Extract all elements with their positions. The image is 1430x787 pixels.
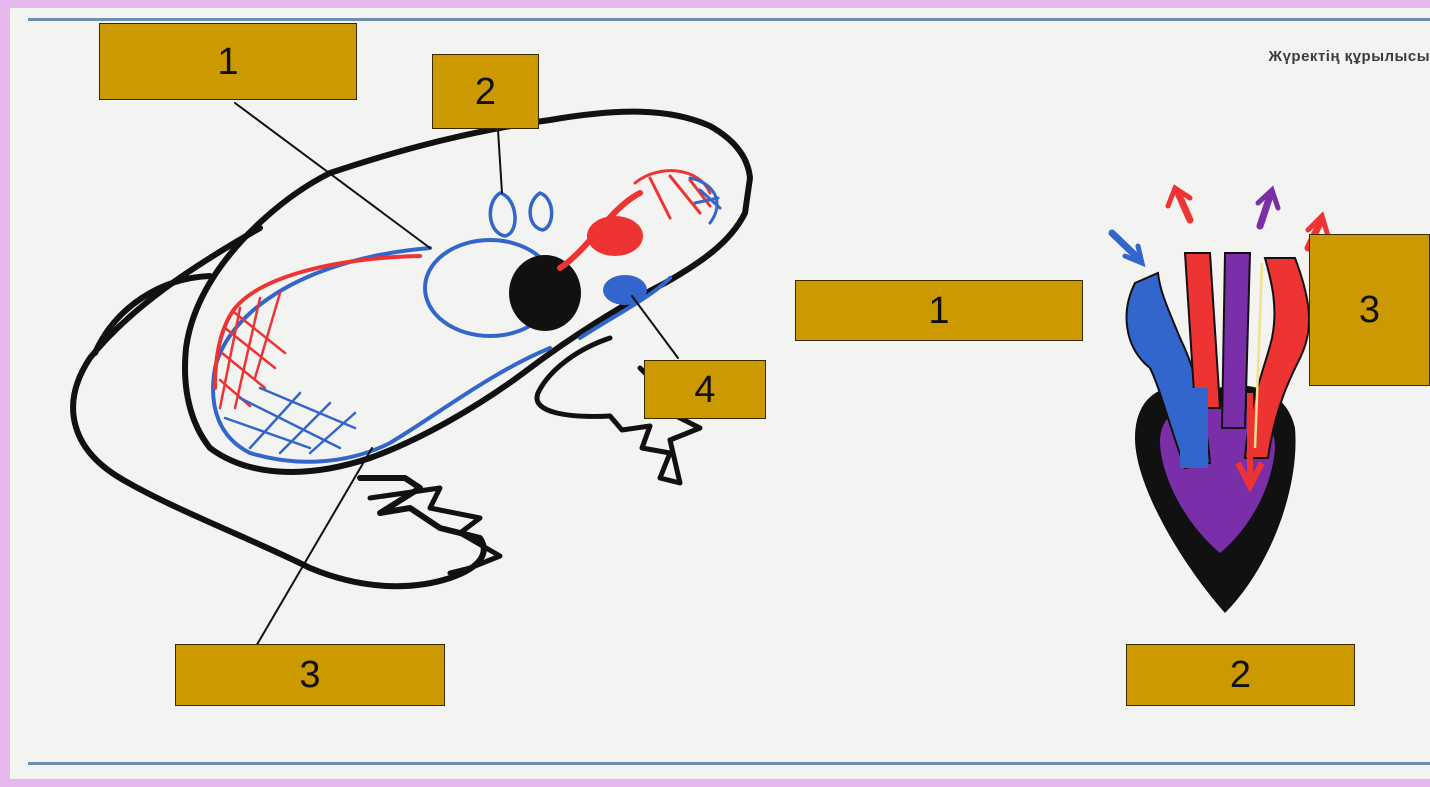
frog-arterial-vessel <box>213 254 422 390</box>
arrow-purple-up <box>1256 192 1274 230</box>
frog-label-1: 1 <box>99 23 357 100</box>
frog-back-foot <box>367 485 503 576</box>
frog-leader-1 <box>234 102 431 249</box>
frog-label-4: 4 <box>644 360 766 419</box>
frog-lung-net-blue <box>223 386 357 455</box>
heart-label-2: 2 <box>1126 644 1355 706</box>
frog-kidney-right <box>528 191 554 232</box>
heart-red-trunk <box>1183 252 1222 409</box>
frog-thigh <box>92 273 213 356</box>
heart-flow-arrows <box>1108 184 1331 268</box>
diagram-page: Жүректің құрылысы 1 2 3 4 1 2 3 <box>10 8 1430 779</box>
heart-blue-inner <box>1180 388 1208 468</box>
heart-structure-heading: Жүректің құрылысы <box>1268 48 1430 65</box>
frog-body-outline <box>182 108 753 475</box>
frog-kidney-left <box>488 191 517 238</box>
anatomy-drawing <box>70 102 1331 649</box>
arrow-red-up-1 <box>1174 189 1194 224</box>
frog-front-leg <box>534 335 703 486</box>
frog-lung-outline <box>211 246 552 464</box>
frog-leader-2 <box>497 129 503 194</box>
frog-aorta <box>557 190 643 271</box>
heart-label-3: 3 <box>1309 234 1430 386</box>
heart-illustration <box>1108 184 1331 613</box>
heart-down-arrow <box>1235 393 1265 493</box>
heart-purple-trunk <box>1220 252 1252 429</box>
frog-vein <box>578 276 672 340</box>
frog-head-vessels-blue <box>688 176 722 225</box>
frog-atrium-blue <box>603 275 647 305</box>
heart-label-1: 1 <box>795 280 1083 341</box>
frog-label-3: 3 <box>175 644 445 706</box>
frog-lung-net-red <box>218 291 287 410</box>
frog-ventricle <box>509 255 581 331</box>
bottom-frame-line <box>28 762 1430 765</box>
frog-leader-3 <box>254 447 373 649</box>
frog-head-vessels <box>633 169 712 220</box>
frog-leader-4 <box>631 295 679 359</box>
heart-right-vessel-red <box>1243 257 1310 459</box>
frog-label-2: 2 <box>432 54 539 129</box>
frog-illustration <box>70 102 753 649</box>
heart-yellow-divider <box>1253 262 1264 449</box>
top-frame-line <box>28 18 1430 21</box>
arrow-blue-in <box>1108 229 1142 262</box>
